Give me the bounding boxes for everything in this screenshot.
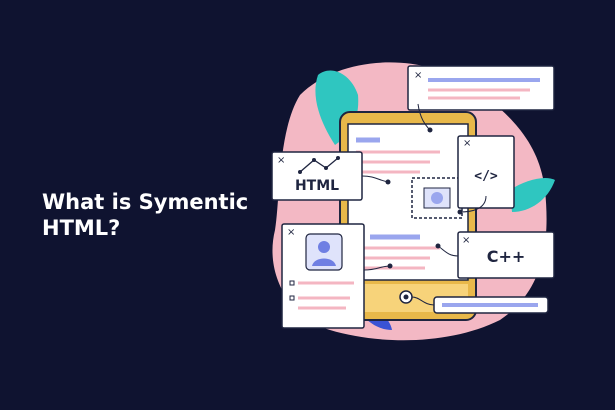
cpp-card-label: C++: [487, 247, 526, 266]
code-card-label: </>: [474, 169, 498, 184]
html-card-label: HTML: [295, 178, 339, 194]
top-text-card: ×: [407, 65, 555, 111]
profile-card: ×: [281, 223, 365, 329]
image-placeholder: [411, 177, 463, 219]
code-card: × </>: [457, 135, 515, 209]
html-card: × HTML: [271, 151, 363, 201]
close-icon: ×: [414, 70, 422, 81]
headline: What is Symentic HTML?: [42, 190, 249, 240]
close-icon: ×: [287, 227, 295, 238]
progress-card: [433, 296, 549, 314]
close-icon: ×: [277, 155, 285, 166]
teal-leaf-right: [510, 178, 555, 212]
close-icon: ×: [463, 138, 471, 149]
close-icon: ×: [462, 235, 470, 246]
cpp-card: × C++: [457, 231, 555, 279]
